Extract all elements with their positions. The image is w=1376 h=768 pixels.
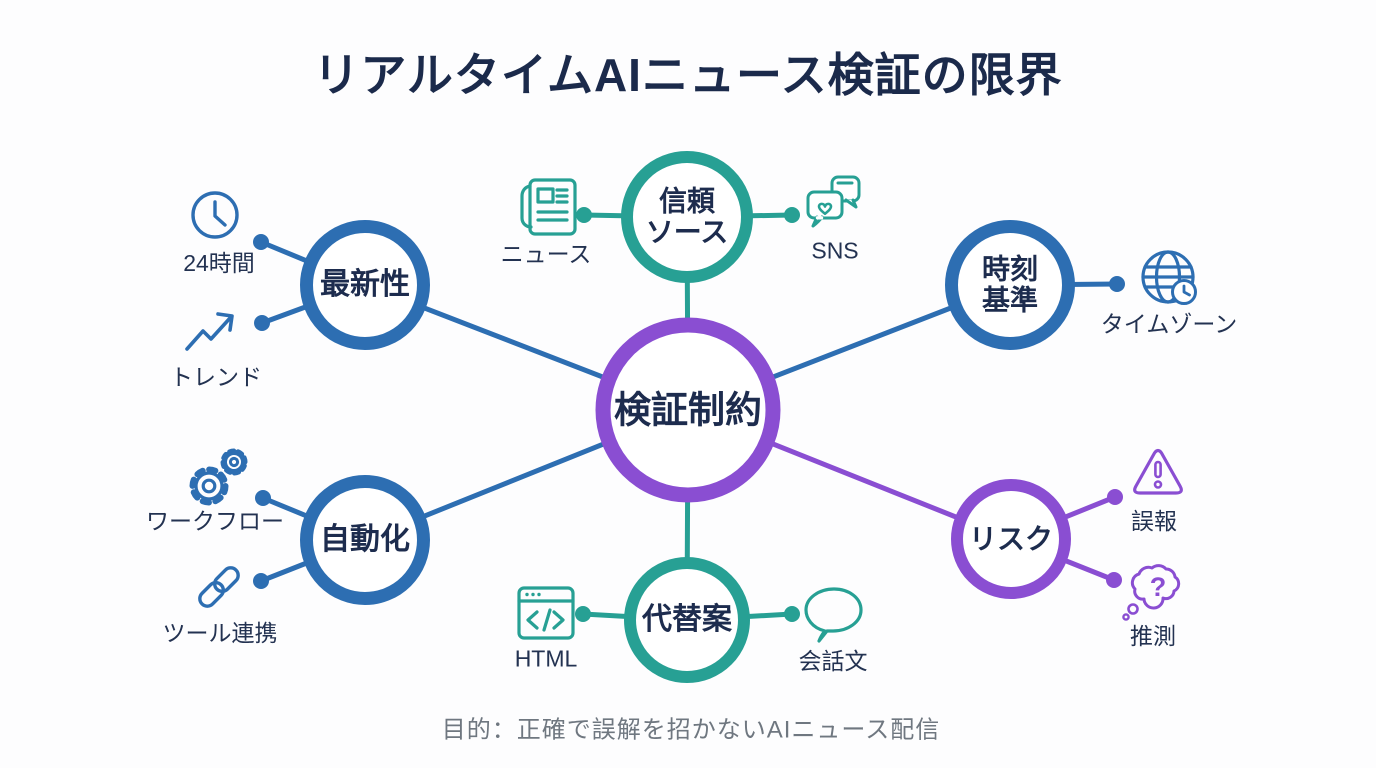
- satellite-label-workflow: ワークフロー: [146, 508, 284, 534]
- node-label-center: 検証制約: [614, 389, 762, 431]
- satellite-dots: [253, 207, 1125, 622]
- node-label-freshness: 最新性: [320, 268, 410, 302]
- node-ring-time-basis: [945, 220, 1075, 350]
- page-title: リアルタイムAIニュース検証の限界: [313, 49, 1063, 101]
- satellite-label-trend: トレンド: [170, 364, 262, 390]
- satellite-label-tools: ツール連携: [162, 620, 278, 646]
- satellite-label-html: HTML: [514, 645, 578, 672]
- satellite-label-dialogue: 会話文: [798, 648, 868, 674]
- trend-icon: [185, 312, 234, 351]
- newspaper-icon: [520, 178, 577, 236]
- node-label-trusted-sources: 信頼 ソース: [645, 185, 729, 248]
- node-ring-center: [595, 317, 781, 503]
- node-label-risks: リスク: [968, 523, 1054, 555]
- node-ring-freshness: [300, 220, 430, 350]
- satellite-label-timezone: タイムゾーン: [1100, 311, 1238, 337]
- clock-icon: [191, 191, 239, 239]
- code-window-icon: [517, 586, 575, 640]
- warning-icon: [1133, 448, 1183, 495]
- node-ring-automation: [300, 475, 430, 605]
- node-ring-trusted-sources: [621, 151, 753, 283]
- satellite-label-news: ニュース: [500, 241, 592, 267]
- sns-icon: [806, 175, 861, 228]
- thought-bubble-icon: ?: [1122, 564, 1181, 621]
- link-icon: [198, 566, 240, 608]
- node-label-automation: 自動化: [320, 523, 410, 557]
- node-label-time-basis: 時刻 基準: [981, 253, 1039, 316]
- satellite-label-speculation: 推測: [1130, 623, 1176, 649]
- satellite-label-sns: SNS: [811, 237, 859, 264]
- gears-icon: [189, 448, 248, 506]
- satellite-label-misinformation: 誤報: [1131, 508, 1177, 534]
- speech-bubble-icon: [804, 587, 863, 643]
- purpose-caption: 目的：正確で誤解を招かないAIニュース配信: [441, 716, 941, 744]
- node-ring-alternatives: [624, 557, 750, 683]
- question-mark-glyph: ?: [1150, 572, 1167, 602]
- node-label-alternatives: 代替案: [642, 603, 732, 637]
- node-ring-risks: [951, 479, 1071, 599]
- satellite-label-24h: 24時間: [183, 250, 255, 276]
- globe-clock-icon: [1141, 250, 1197, 305]
